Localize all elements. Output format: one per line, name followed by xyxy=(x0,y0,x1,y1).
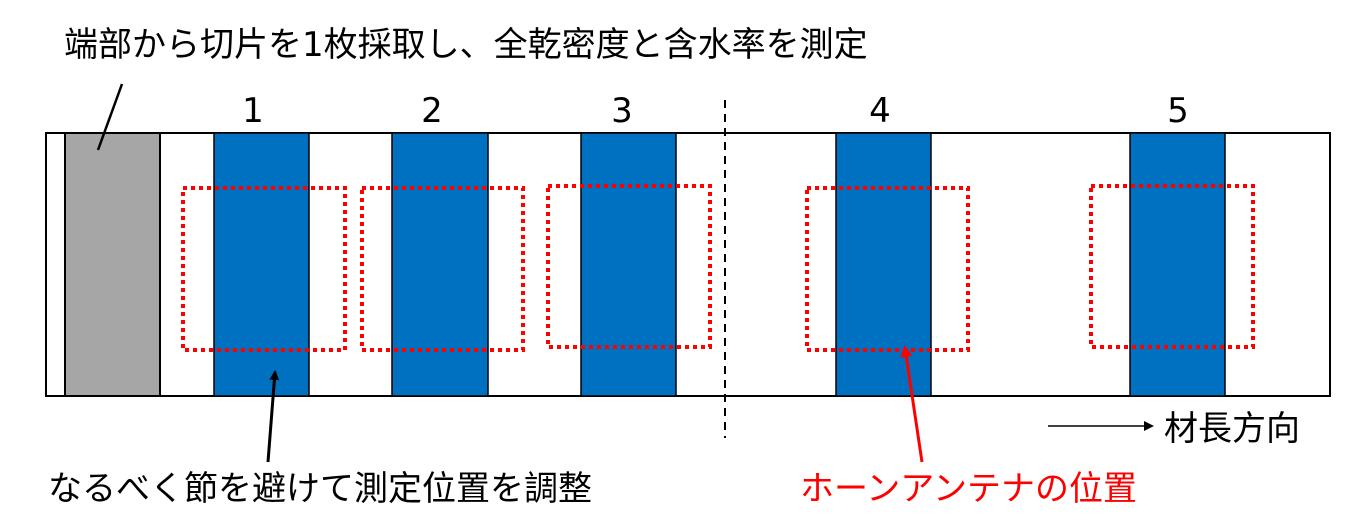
position-label-3: 3 xyxy=(611,91,633,131)
position-label-1: 1 xyxy=(242,91,264,131)
antenna-position-4 xyxy=(835,132,932,397)
end-sample-slice xyxy=(64,132,161,397)
adjust-range-3 xyxy=(546,184,712,349)
antenna-note-arrow xyxy=(900,345,924,463)
bottom-left-note: なるべく節を避けて測定位置を調整 xyxy=(48,469,592,509)
antenna-position-3 xyxy=(580,132,677,397)
adjust-range-2 xyxy=(360,186,525,352)
direction-label: 材長方向 xyxy=(1164,409,1300,449)
position-label-5: 5 xyxy=(1167,91,1189,131)
bottom-right-note: ホーンアンテナの位置 xyxy=(800,469,1137,509)
top-note-leader xyxy=(96,83,124,151)
knot-note-arrow xyxy=(266,370,280,463)
position-label-2: 2 xyxy=(421,91,443,131)
adjust-range-4 xyxy=(805,186,970,352)
antenna-position-5 xyxy=(1129,132,1226,397)
antenna-positions xyxy=(213,132,1226,397)
antenna-position-1 xyxy=(213,132,310,397)
top-note: 端部から切片を1枚採取し、全乾密度と含水率を測定 xyxy=(64,25,868,65)
adjust-range-5 xyxy=(1089,184,1255,349)
adjust-range-1 xyxy=(181,186,347,352)
antenna-position-2 xyxy=(391,132,489,397)
position-label-4: 4 xyxy=(869,91,891,131)
